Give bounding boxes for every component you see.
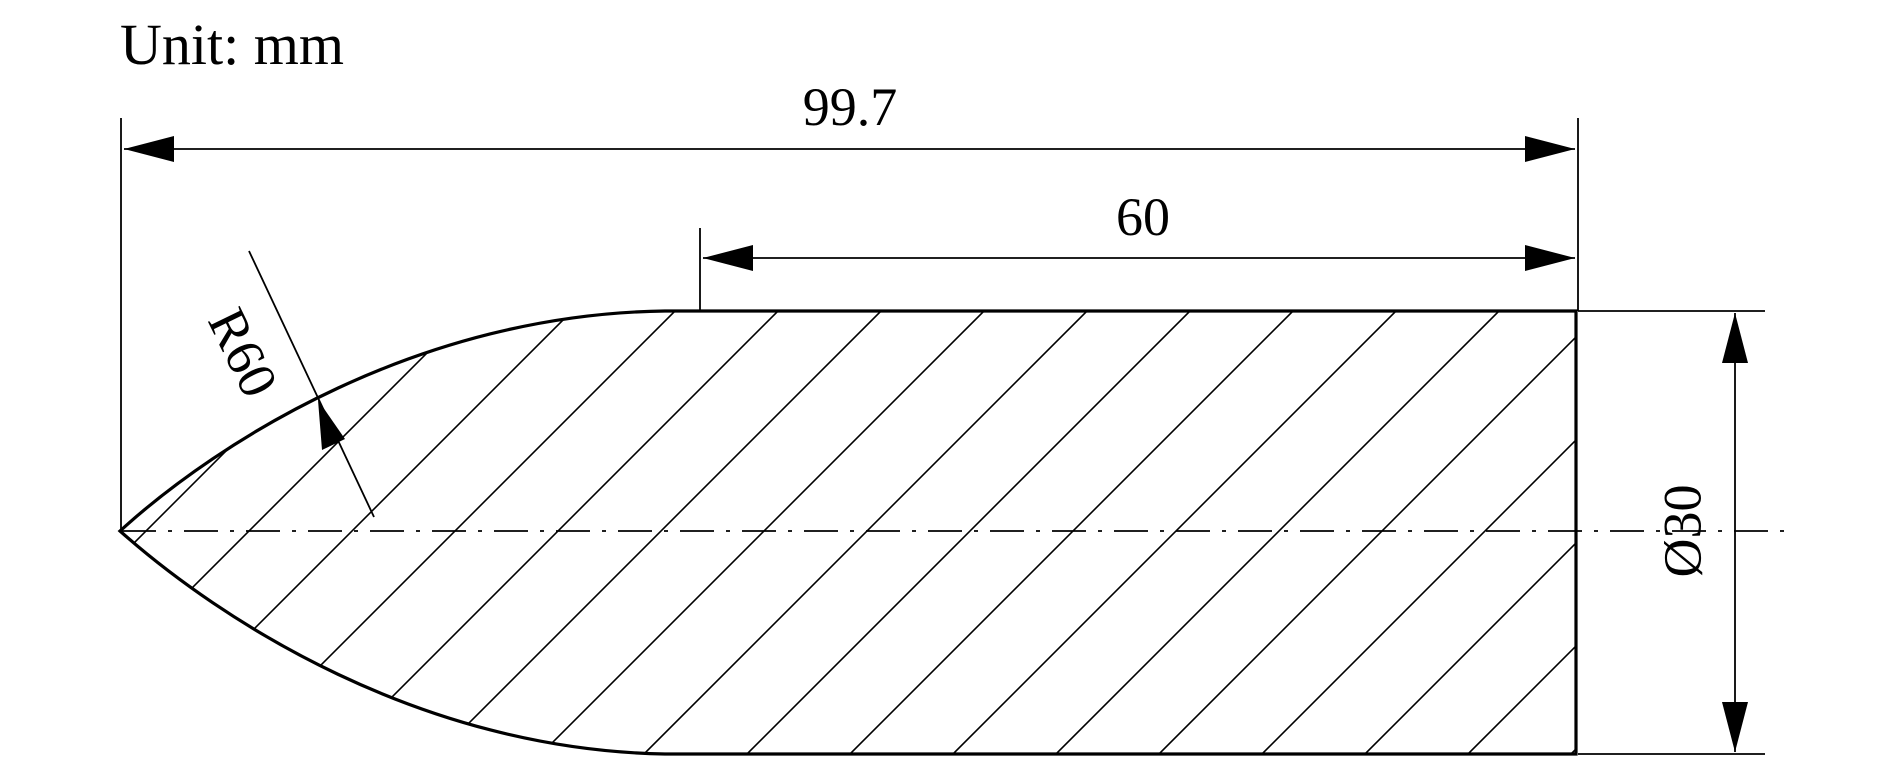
nose-radius-label: R60 [196,299,289,406]
arrowhead-bottom [1722,702,1748,752]
overall-length-label: 99.7 [803,77,898,137]
arrowhead-right [1525,136,1575,162]
hatch-line [1467,311,1576,754]
hatch-line [437,311,882,754]
arrowhead-radius [318,400,345,450]
hatch-line [1158,311,1576,754]
cylinder-length-dimension: 60 [703,187,1575,271]
hatch-line [746,311,1191,754]
cylinder-length-label: 60 [1116,187,1170,247]
hatch-line [334,311,779,754]
hatch-line [540,311,985,754]
arrowhead-left [124,136,174,162]
diameter-label: Ø30 [1652,485,1712,578]
arrowhead-left [703,245,753,271]
hatch-line [120,311,367,754]
hatch-line [120,311,470,754]
hatch-line [643,311,1088,754]
arrowhead-top [1722,313,1748,363]
diameter-dimension: Ø30 [1652,313,1748,752]
hatch-line [1261,311,1576,754]
overall-length-dimension: 99.7 [124,77,1575,162]
hatch-line [849,311,1294,754]
section-hatching [120,311,1576,754]
hatch-line [1364,311,1576,754]
hatch-line [952,311,1397,754]
hatch-line [1570,311,1576,754]
arrowhead-right [1525,245,1575,271]
hatch-line [120,311,161,754]
unit-label: Unit: mm [120,12,344,77]
hatch-line [1055,311,1500,754]
projectile-outline [117,309,1578,756]
